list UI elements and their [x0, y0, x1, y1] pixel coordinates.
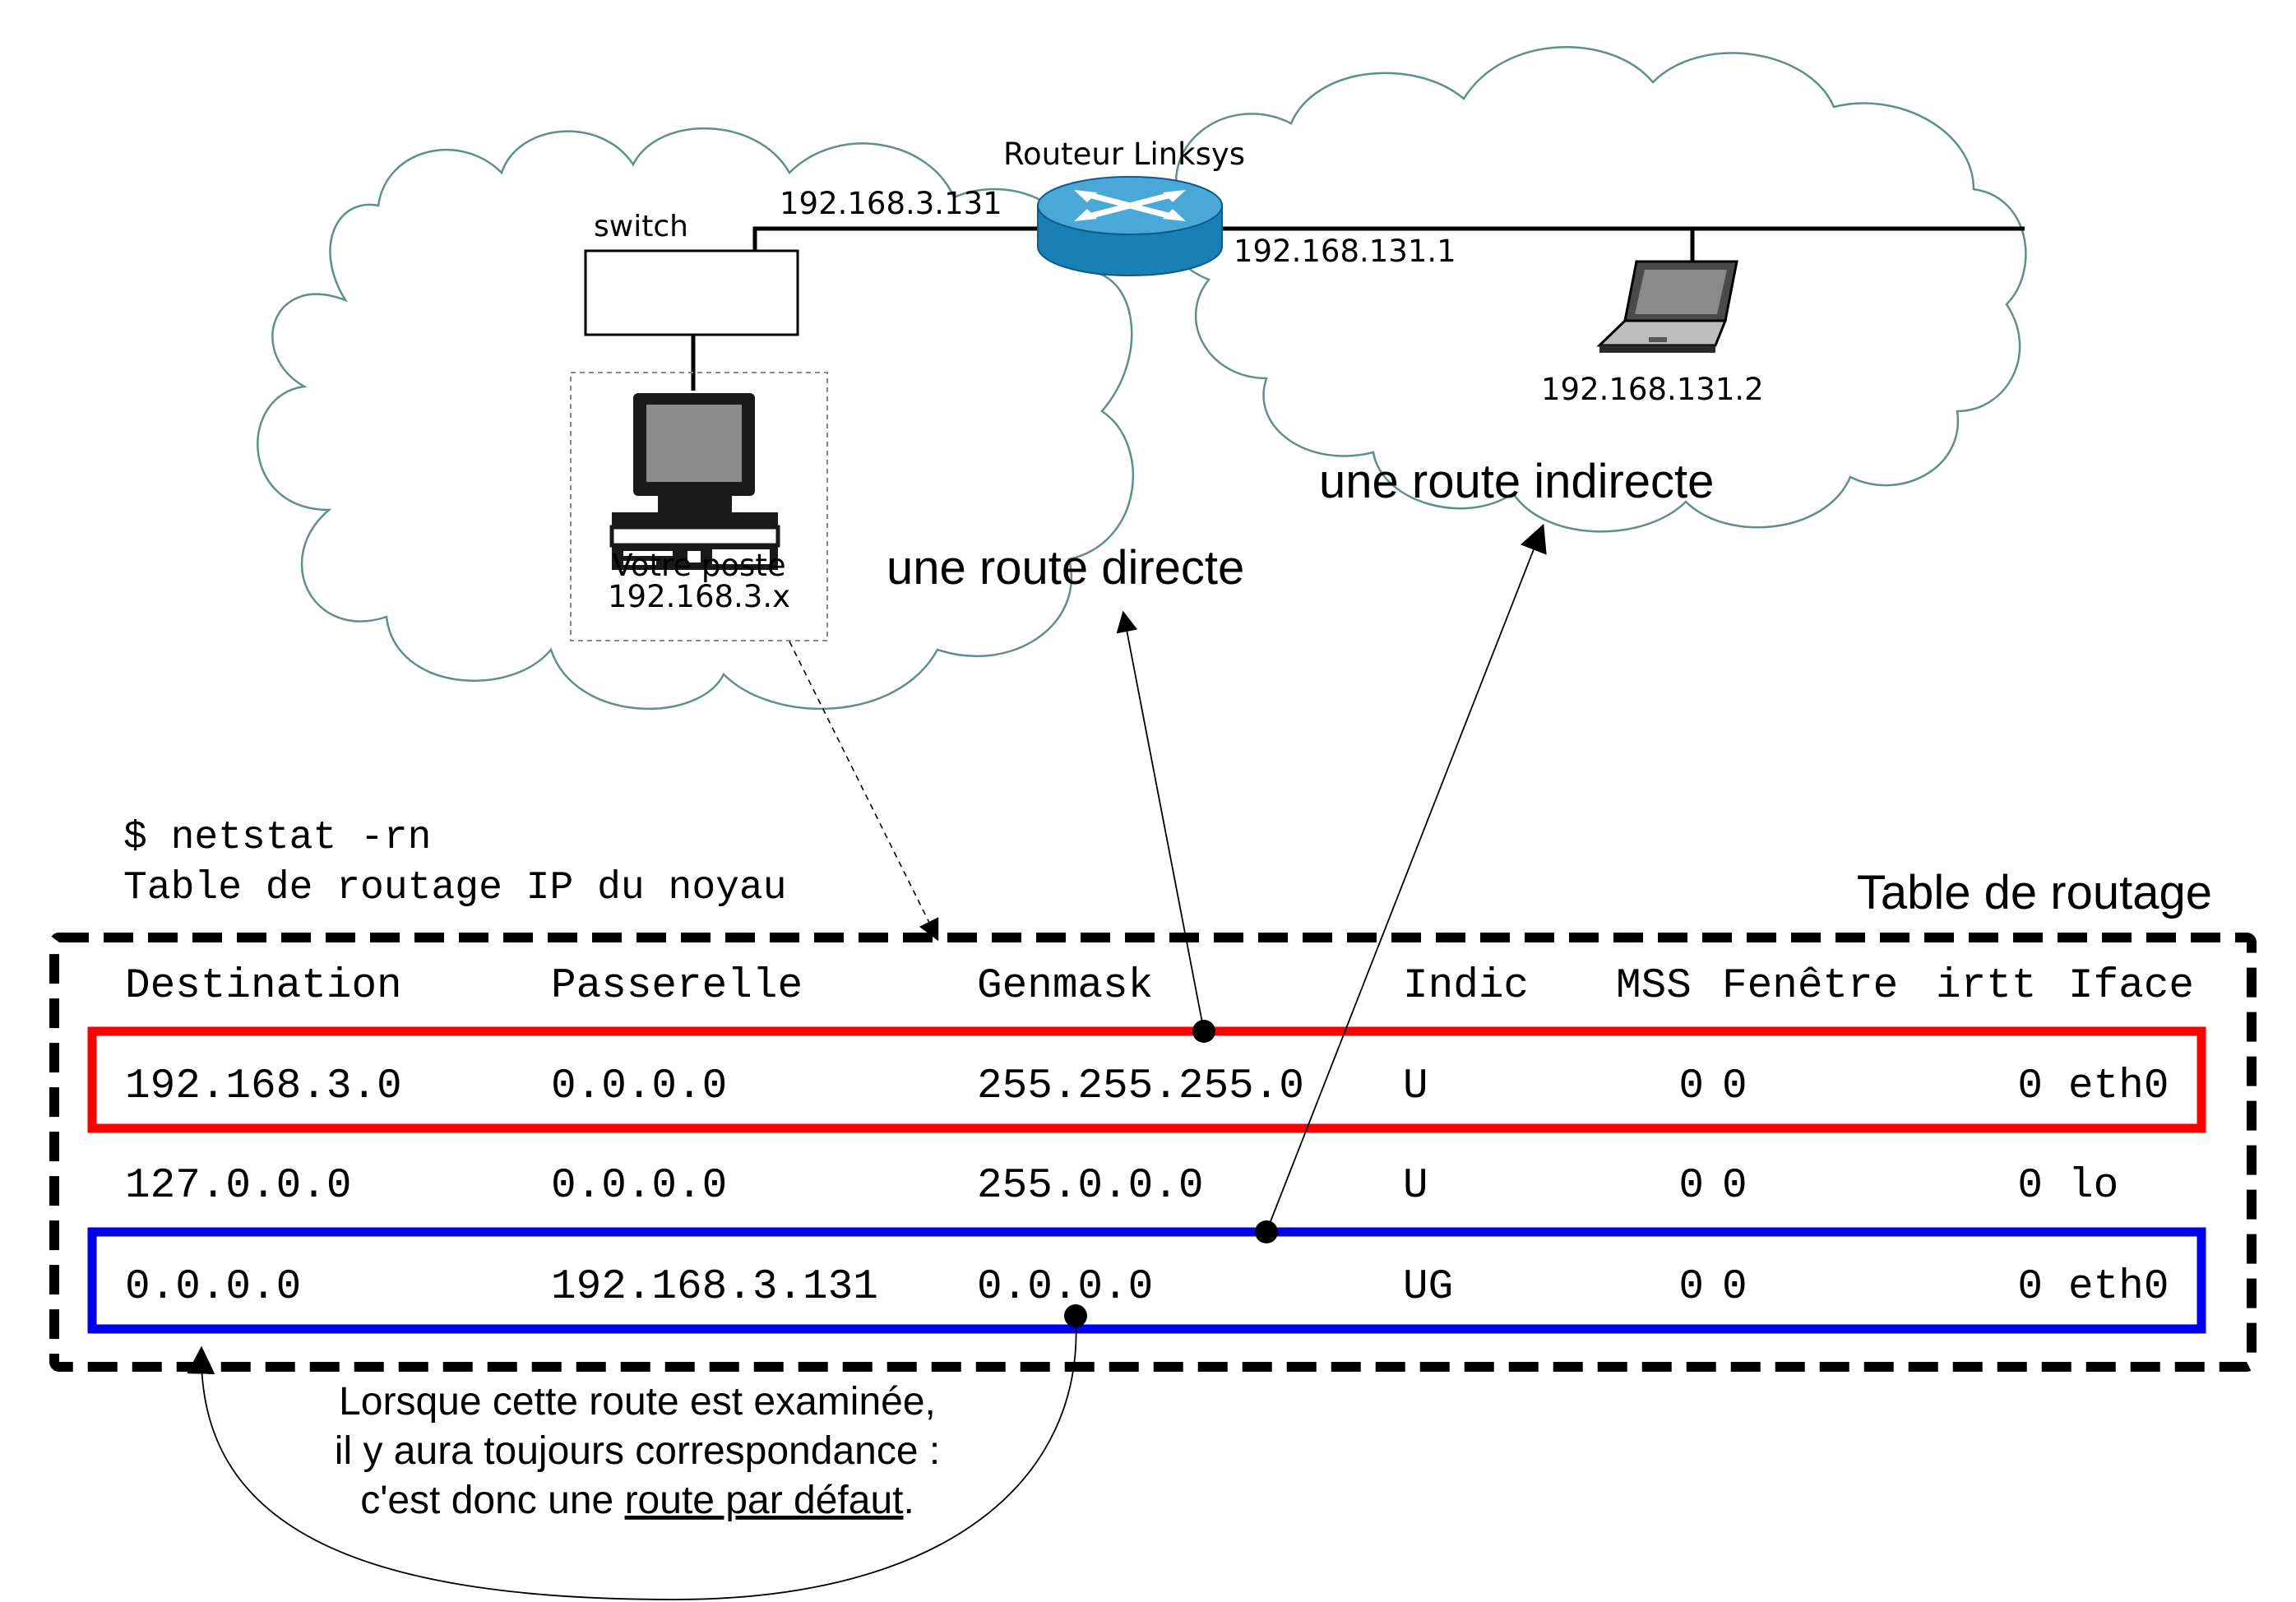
router-ip-left: 192.168.3.131 — [780, 186, 1002, 221]
header-destination: Destination — [125, 963, 402, 1010]
terminal-command: $ netstat -rn — [123, 816, 431, 860]
note-line-3-suffix: . — [903, 1479, 914, 1522]
cell-gateway: 0.0.0.0 — [551, 1163, 727, 1210]
header-gateway: Passerelle — [551, 963, 803, 1010]
router-label: Routeur Linksys — [1003, 137, 1245, 172]
header-flags: Indic — [1403, 963, 1529, 1010]
cell-mss: 0 — [1678, 1063, 1704, 1110]
switch-box — [584, 249, 799, 336]
indirect-route-label: une route indirecte — [1319, 455, 1714, 508]
host-ip: 192.168.3.x — [608, 579, 790, 614]
table-row: 192.168.3.0 0.0.0.0 255.255.255.0 U 0 0 … — [125, 1063, 2169, 1110]
switch-label: switch — [594, 210, 688, 243]
cell-gateway: 0.0.0.0 — [551, 1063, 727, 1110]
cell-mss: 0 — [1678, 1163, 1704, 1210]
router-ip-right: 192.168.131.1 — [1234, 234, 1456, 269]
table-row: 127.0.0.0 0.0.0.0 255.0.0.0 U 0 0 0 lo — [125, 1163, 2118, 1210]
cell-window: 0 — [1722, 1264, 1747, 1311]
cell-irtt: 0 — [2017, 1063, 2043, 1110]
routing-table-caption: Table de routage — [1857, 866, 2212, 919]
note-line-3: c'est donc une route par défaut. — [360, 1479, 914, 1522]
laptop-ip: 192.168.131.2 — [1541, 372, 1764, 407]
note-line-1: Lorsque cette route est examinée, — [339, 1380, 936, 1424]
cell-mss: 0 — [1678, 1264, 1704, 1311]
local-network-cloud — [257, 127, 1135, 711]
default-route-note: Lorsque cette route est examinée, il y a… — [335, 1380, 940, 1522]
cell-genmask: 255.0.0.0 — [977, 1163, 1203, 1210]
laptop-icon — [1596, 260, 1738, 353]
cell-window: 0 — [1722, 1163, 1747, 1210]
header-window: Fenêtre — [1722, 963, 1898, 1010]
host-label: Votre poste — [612, 548, 785, 583]
header-genmask: Genmask — [977, 963, 1153, 1010]
desktop-computer-icon — [609, 393, 780, 570]
cell-flags: UG — [1403, 1264, 1453, 1311]
terminal-subtitle: Table de routage IP du noyau — [123, 866, 787, 910]
indirect-route-arrow — [1266, 523, 1547, 1233]
cell-flags: U — [1403, 1063, 1428, 1110]
note-line-2: il y aura toujours correspondance : — [335, 1429, 940, 1473]
cell-irtt: 0 — [2017, 1163, 2043, 1210]
cell-destination: 0.0.0.0 — [125, 1264, 301, 1311]
header-irtt: irtt — [1936, 963, 2036, 1010]
table-row: 0.0.0.0 192.168.3.131 0.0.0.0 UG 0 0 0 e… — [125, 1264, 2169, 1311]
connector-arrows — [187, 523, 1547, 1600]
cell-genmask: 255.255.255.0 — [977, 1063, 1304, 1110]
note-line-3-prefix: c'est donc une — [360, 1479, 624, 1522]
cell-destination: 127.0.0.0 — [125, 1163, 351, 1210]
cell-flags: U — [1403, 1163, 1428, 1210]
cell-window: 0 — [1722, 1063, 1747, 1110]
direct-route-highlight — [87, 1026, 2206, 1133]
router-icon — [1037, 176, 1223, 276]
direct-route-label: une route directe — [886, 541, 1244, 595]
cell-genmask: 0.0.0.0 — [977, 1264, 1153, 1311]
routing-table-frame — [49, 933, 2257, 1372]
header-iface: Iface — [2068, 963, 2194, 1010]
routing-table-header: Destination Passerelle Genmask Indic MSS… — [125, 963, 2194, 1010]
host-to-table-arrow — [789, 641, 939, 942]
default-route-highlight — [87, 1227, 2206, 1334]
cell-iface: lo — [2068, 1163, 2118, 1210]
cell-destination: 192.168.3.0 — [125, 1063, 402, 1110]
default-route-term: route par défaut — [625, 1479, 904, 1522]
cell-irtt: 0 — [2017, 1264, 2043, 1311]
connector-dots — [1064, 1020, 1278, 1327]
cell-gateway: 192.168.3.131 — [551, 1264, 878, 1311]
direct-route-arrow — [1116, 610, 1205, 1032]
header-mss: MSS — [1616, 963, 1692, 1010]
cell-iface: eth0 — [2068, 1264, 2169, 1311]
remote-network-cloud — [1169, 46, 2027, 533]
cell-iface: eth0 — [2068, 1063, 2169, 1110]
host-frame — [570, 372, 828, 641]
default-route-loop-arrow — [187, 1315, 1077, 1600]
